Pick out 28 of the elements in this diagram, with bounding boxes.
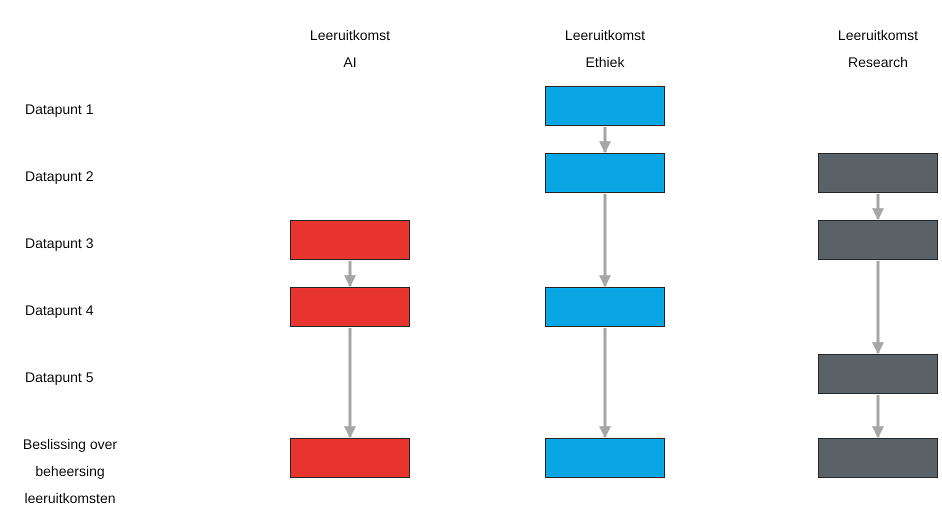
process-box — [290, 438, 410, 478]
row-label: Datapunt 4 — [25, 301, 94, 320]
process-box — [545, 287, 665, 327]
arrow — [599, 127, 611, 154]
arrow — [344, 261, 356, 288]
process-box — [290, 287, 410, 327]
column-header: Leeruitkomst AI — [308, 26, 392, 72]
row-label: Beslissing over beheersing leeruitkomsten — [22, 435, 118, 508]
process-box — [545, 153, 665, 193]
process-box — [818, 438, 938, 478]
row-label: Datapunt 3 — [25, 234, 94, 253]
row-label: Datapunt 5 — [25, 368, 94, 387]
arrow — [344, 328, 356, 438]
process-box — [818, 354, 938, 394]
process-box — [818, 220, 938, 260]
arrow — [872, 395, 884, 438]
arrow — [599, 328, 611, 438]
arrow — [599, 194, 611, 288]
process-box — [290, 220, 410, 260]
arrow — [872, 261, 884, 354]
column-header: Leeruitkomst Research — [836, 26, 920, 72]
process-box — [818, 153, 938, 193]
arrow — [872, 194, 884, 220]
process-box — [545, 86, 665, 126]
column-header: Leeruitkomst Ethiek — [564, 26, 646, 72]
row-label: Datapunt 1 — [25, 100, 94, 119]
process-box — [545, 438, 665, 478]
row-label: Datapunt 2 — [25, 167, 94, 186]
